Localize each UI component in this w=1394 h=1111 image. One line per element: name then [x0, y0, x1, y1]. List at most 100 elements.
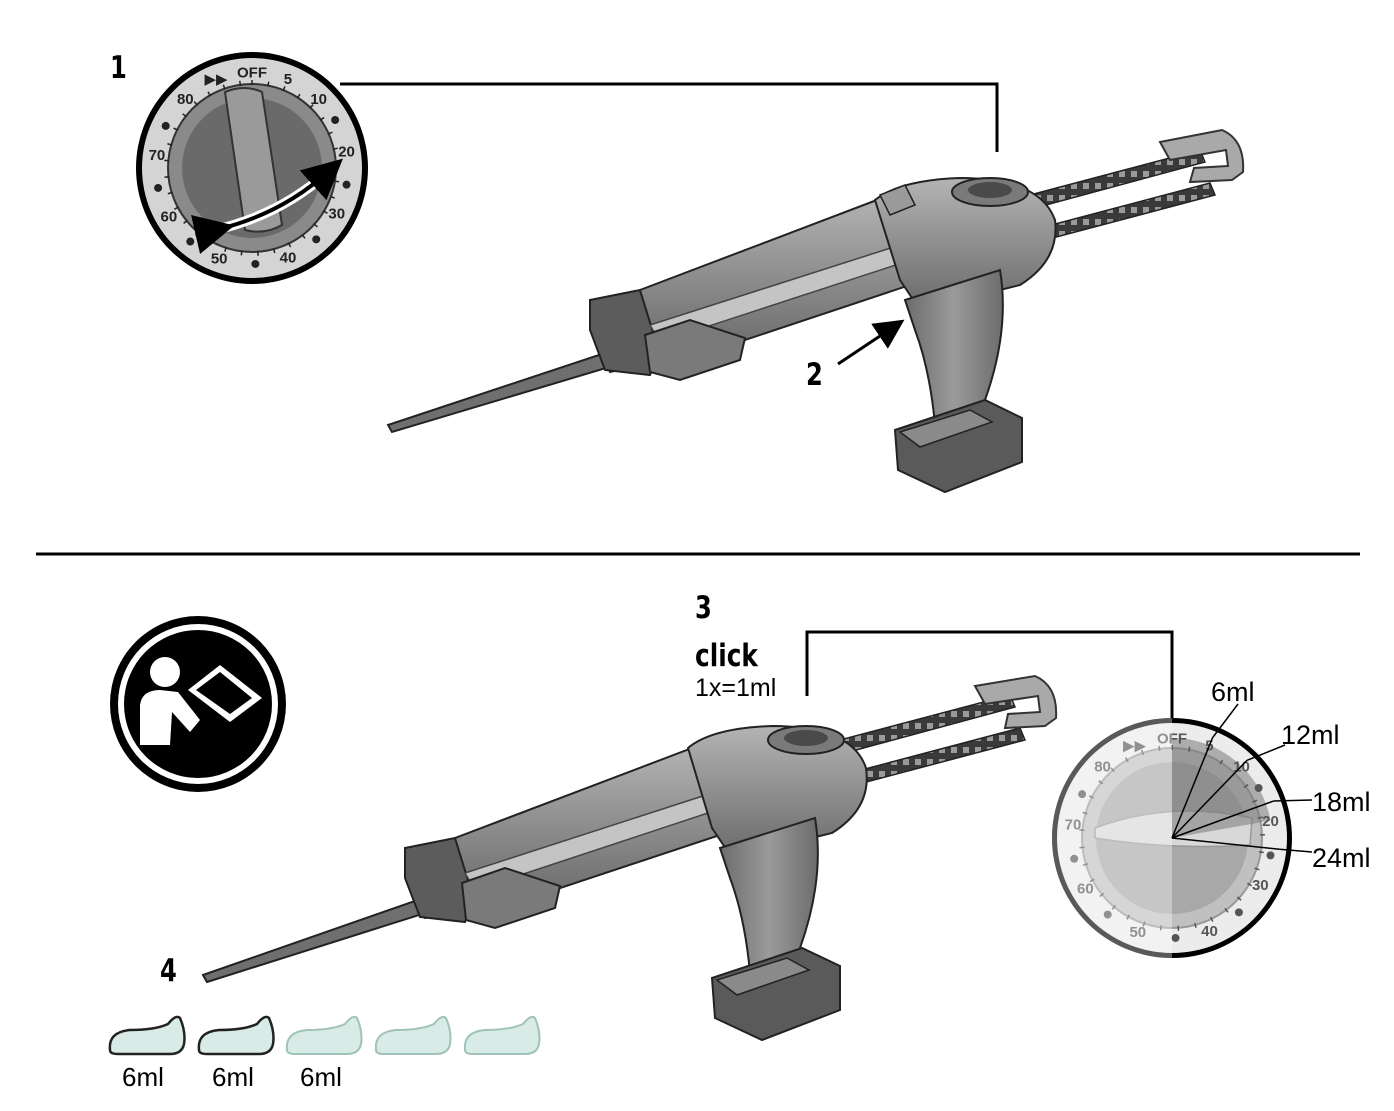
battery-pack [893, 398, 1023, 494]
dial-scale-label: OFF [237, 64, 267, 81]
dial-dot [1078, 790, 1087, 799]
dial-scale-label: 30 [1252, 877, 1269, 894]
dial-dot [312, 235, 321, 244]
dial-tick [1158, 745, 1161, 751]
dial-tick [1219, 759, 1224, 765]
dial-scale-label: 20 [1262, 813, 1279, 830]
step-1-number: 1 [110, 50, 127, 86]
dial-tick [239, 80, 242, 86]
dial-tick [1236, 896, 1242, 901]
dial-tick [1141, 749, 1145, 756]
dial-tick [319, 116, 325, 122]
dial-tick [1124, 757, 1129, 763]
dial-tick [240, 250, 243, 256]
dial-tick [1159, 925, 1163, 931]
volume-leader [1279, 848, 1313, 853]
fast-forward-icon: ▶▶ [204, 71, 228, 88]
dose-label-2: 6ml [212, 1062, 254, 1092]
dial-scale-label: 20 [338, 144, 355, 161]
dose-row [108, 1015, 541, 1056]
dispenser-tool-bottom [201, 674, 1058, 1042]
dial-dot [154, 183, 163, 192]
dose-blob [285, 1015, 363, 1055]
dial-scale-label: 70 [149, 147, 166, 164]
dial-dot [1103, 910, 1112, 919]
dose-label-3: 6ml [300, 1062, 342, 1092]
dial-scale-label: 50 [1129, 924, 1146, 941]
dial-tick [167, 143, 173, 146]
dial-tick [1142, 921, 1146, 927]
cartridge-holder [404, 743, 747, 930]
step-3-number: 3 [695, 590, 712, 626]
trigger-arrow [837, 319, 905, 366]
volume-ray [1171, 800, 1274, 839]
dial-tick [1126, 914, 1130, 920]
volume-leader [1246, 744, 1286, 762]
dial-tick [296, 93, 301, 99]
dial-tick [1258, 851, 1264, 854]
dial-tick [1257, 816, 1263, 819]
dose-blob [108, 1015, 186, 1056]
dial-tick [1082, 811, 1088, 815]
dial-tick [1111, 904, 1117, 910]
tool-housing [686, 724, 868, 860]
dial-scale-label: OFF [1157, 730, 1187, 747]
dial-dot [1234, 908, 1243, 917]
dial-tick [267, 81, 270, 87]
dial-scale-label: 30 [328, 205, 345, 222]
dial-dot [251, 259, 260, 268]
dial-dot [1171, 933, 1180, 942]
push-rod-rack [838, 674, 1058, 786]
dial-tick [332, 147, 338, 151]
dial-dot [186, 237, 195, 246]
dial-scale-label: 60 [1077, 880, 1094, 897]
dial-scale-label: 70 [1065, 816, 1082, 833]
battery-pack [710, 946, 841, 1042]
dial-tick [173, 206, 180, 210]
dose-blob [374, 1015, 452, 1055]
dial-tick [309, 104, 314, 109]
dial-dot [342, 180, 351, 189]
dispenser-tool-top [386, 128, 1245, 494]
dial-tick [1099, 892, 1105, 898]
dial-scale-label: 80 [177, 91, 194, 108]
dial-tick [333, 180, 340, 183]
dial-dot [331, 116, 340, 124]
step-2-number: 2 [806, 357, 823, 393]
dial-tick [1188, 746, 1191, 752]
dial-tick [207, 91, 212, 97]
dial-tick [1247, 882, 1253, 887]
click-rule: 1x=1ml [695, 674, 777, 702]
volume-label-6ml: 6ml [1211, 677, 1255, 707]
dial-scale-label: 50 [211, 250, 228, 267]
dial-tick [282, 86, 286, 92]
volume-ray [1171, 737, 1214, 839]
dial-tick [164, 175, 170, 178]
dial-tick [1110, 767, 1115, 773]
dial-tick [1098, 780, 1104, 785]
dial-tick [167, 191, 173, 195]
dial-tick [1082, 863, 1089, 866]
push-rod-rack [1028, 128, 1245, 241]
dial-tick [1089, 878, 1095, 883]
dial-tick [222, 84, 226, 90]
dial-scale-label: 60 [161, 208, 178, 225]
dial-tick [327, 131, 333, 135]
dial-tick [173, 127, 179, 131]
dial-dot [1070, 854, 1079, 863]
tool-housing [873, 176, 1057, 312]
dial-tick [1243, 784, 1249, 789]
read-manual-icon [110, 616, 286, 792]
callout-line-3 [805, 630, 1174, 722]
dial-tick [1194, 922, 1197, 929]
dose-label-1: 6ml [122, 1062, 164, 1092]
callout-line-1 [340, 82, 999, 152]
volume-ray [1171, 837, 1280, 851]
dial-dot [1266, 851, 1275, 860]
volume-label-12ml: 12ml [1281, 720, 1340, 750]
dial-scale-label: 10 [310, 91, 327, 108]
